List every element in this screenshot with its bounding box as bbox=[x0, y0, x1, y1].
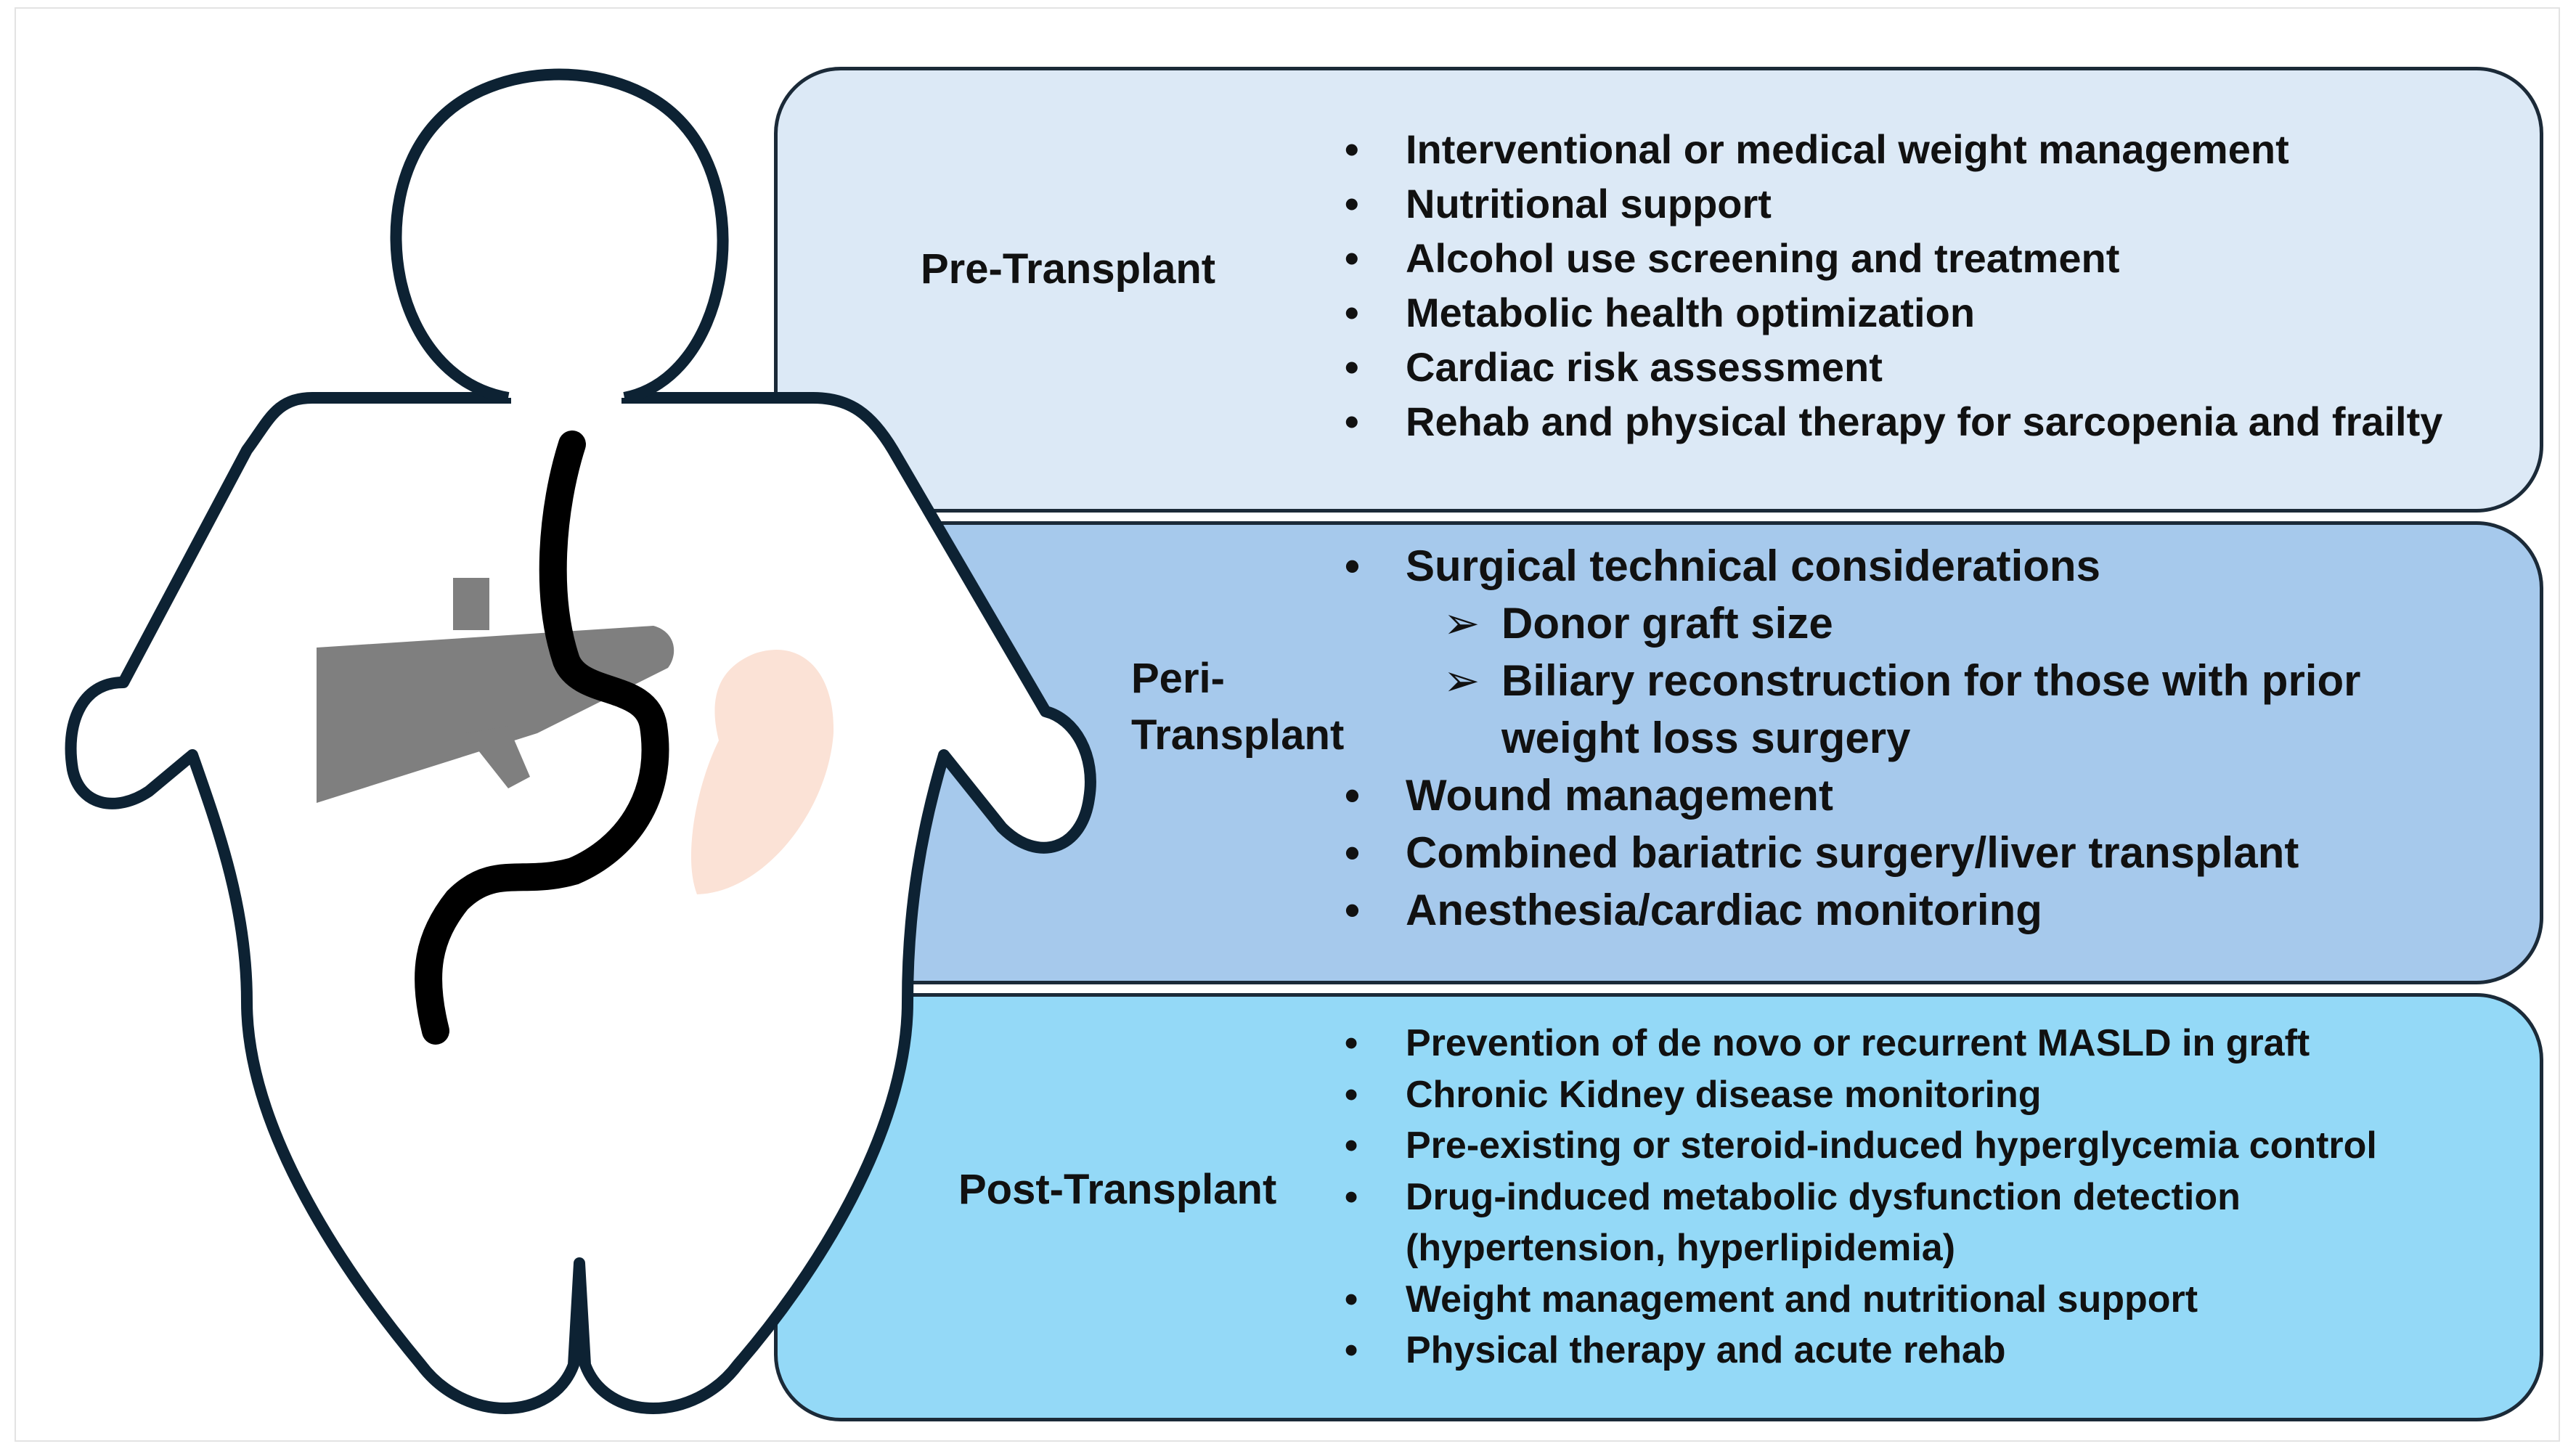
list-item: Surgical technical considerations bbox=[1342, 537, 2360, 595]
list-item: Interventional or medical weight managem… bbox=[1342, 122, 2442, 176]
list-item: Drug-induced metabolic dysfunction detec… bbox=[1342, 1172, 2377, 1223]
list-item: Alcohol use screening and treatment bbox=[1342, 231, 2442, 285]
list-item: Rehab and physical therapy for sarcopeni… bbox=[1342, 394, 2442, 449]
pancreas-icon bbox=[690, 649, 834, 894]
post-transplant-label: Post-Transplant bbox=[958, 1166, 1277, 1213]
body-outline bbox=[65, 392, 1096, 1414]
list-item: Physical therapy and acute rehab bbox=[1342, 1325, 2377, 1376]
post-transplant-list: Prevention of de novo or recurrent MASLD… bbox=[1342, 1018, 2377, 1376]
list-item: Chronic Kidney disease monitoring bbox=[1342, 1069, 2377, 1121]
human-body-icon bbox=[65, 68, 1096, 1414]
list-item: Metabolic health optimization bbox=[1342, 285, 2442, 340]
list-item: Prevention of de novo or recurrent MASLD… bbox=[1342, 1018, 2377, 1069]
sub-list-item: Donor graft size bbox=[1342, 595, 2360, 652]
list-item: Pre-existing or steroid-induced hypergly… bbox=[1342, 1120, 2377, 1172]
pre-transplant-label: Pre-Transplant bbox=[921, 245, 1216, 293]
sub-list-item-continuation: weight loss surgery bbox=[1501, 714, 1911, 762]
list-item: Wound management bbox=[1342, 767, 2360, 824]
peri-transplant-list: Surgical technical considerations Donor … bbox=[1342, 537, 2360, 939]
neck bbox=[511, 377, 621, 414]
list-item-continuation: (hypertension, hyperlipidemia) bbox=[1406, 1227, 1956, 1269]
pre-transplant-list: Interventional or medical weight managem… bbox=[1342, 122, 2442, 449]
figure-frame bbox=[15, 7, 2560, 1442]
list-item: Nutritional support bbox=[1342, 176, 2442, 231]
list-item: Anesthesia/cardiac monitoring bbox=[1342, 881, 2360, 939]
list-item: Cardiac risk assessment bbox=[1342, 340, 2442, 394]
list-item: Combined bariatric surgery/liver transpl… bbox=[1342, 824, 2360, 881]
sub-list-item: Biliary reconstruction for those with pr… bbox=[1342, 652, 2360, 709]
list-item: Weight management and nutritional suppor… bbox=[1342, 1274, 2377, 1326]
peri-transplant-label: Peri-Transplant bbox=[1131, 655, 1345, 759]
stomach-intestine-icon bbox=[415, 430, 669, 1045]
head-outline bbox=[390, 68, 729, 404]
